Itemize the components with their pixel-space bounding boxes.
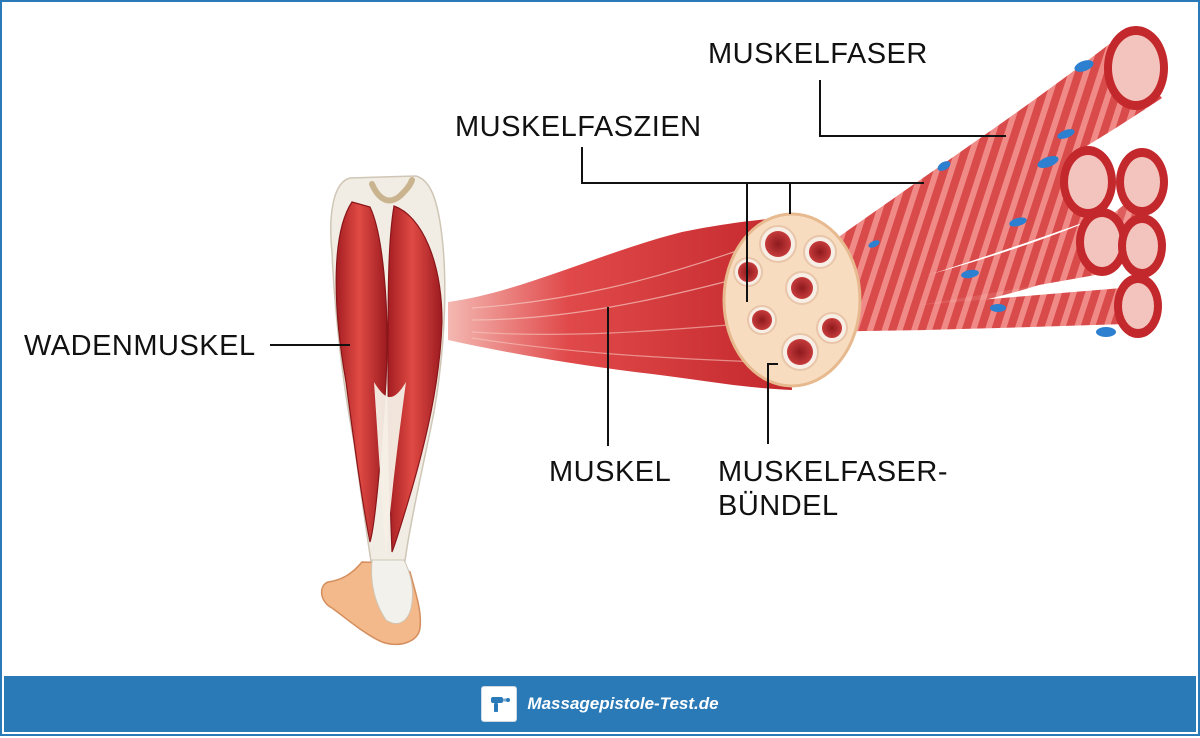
label-muskel: MUSKEL [549,458,671,487]
leader-line-muskelfaszien [582,147,924,183]
label-wadenmuskel: WADENMUSKEL [24,332,256,361]
label-muskelfaszien: MUSKELFASZIEN [455,113,702,142]
calf-leg [322,176,445,644]
brand-text: Massagepistole-Test.de [527,694,718,714]
muscle-cross-section [724,214,860,386]
leader-line-muskelfaser [820,80,1006,136]
brand[interactable]: Massagepistole-Test.de [481,686,718,722]
massage-gun-icon [481,686,517,722]
label-muskelfaserbuendel-line2: BÜNDEL [718,492,839,521]
footer-bar: Massagepistole-Test.de [4,676,1196,732]
label-muskelfaserbuendel-line1: MUSKELFASER- [718,458,948,487]
label-muskelfaser: MUSKELFASER [708,40,928,69]
